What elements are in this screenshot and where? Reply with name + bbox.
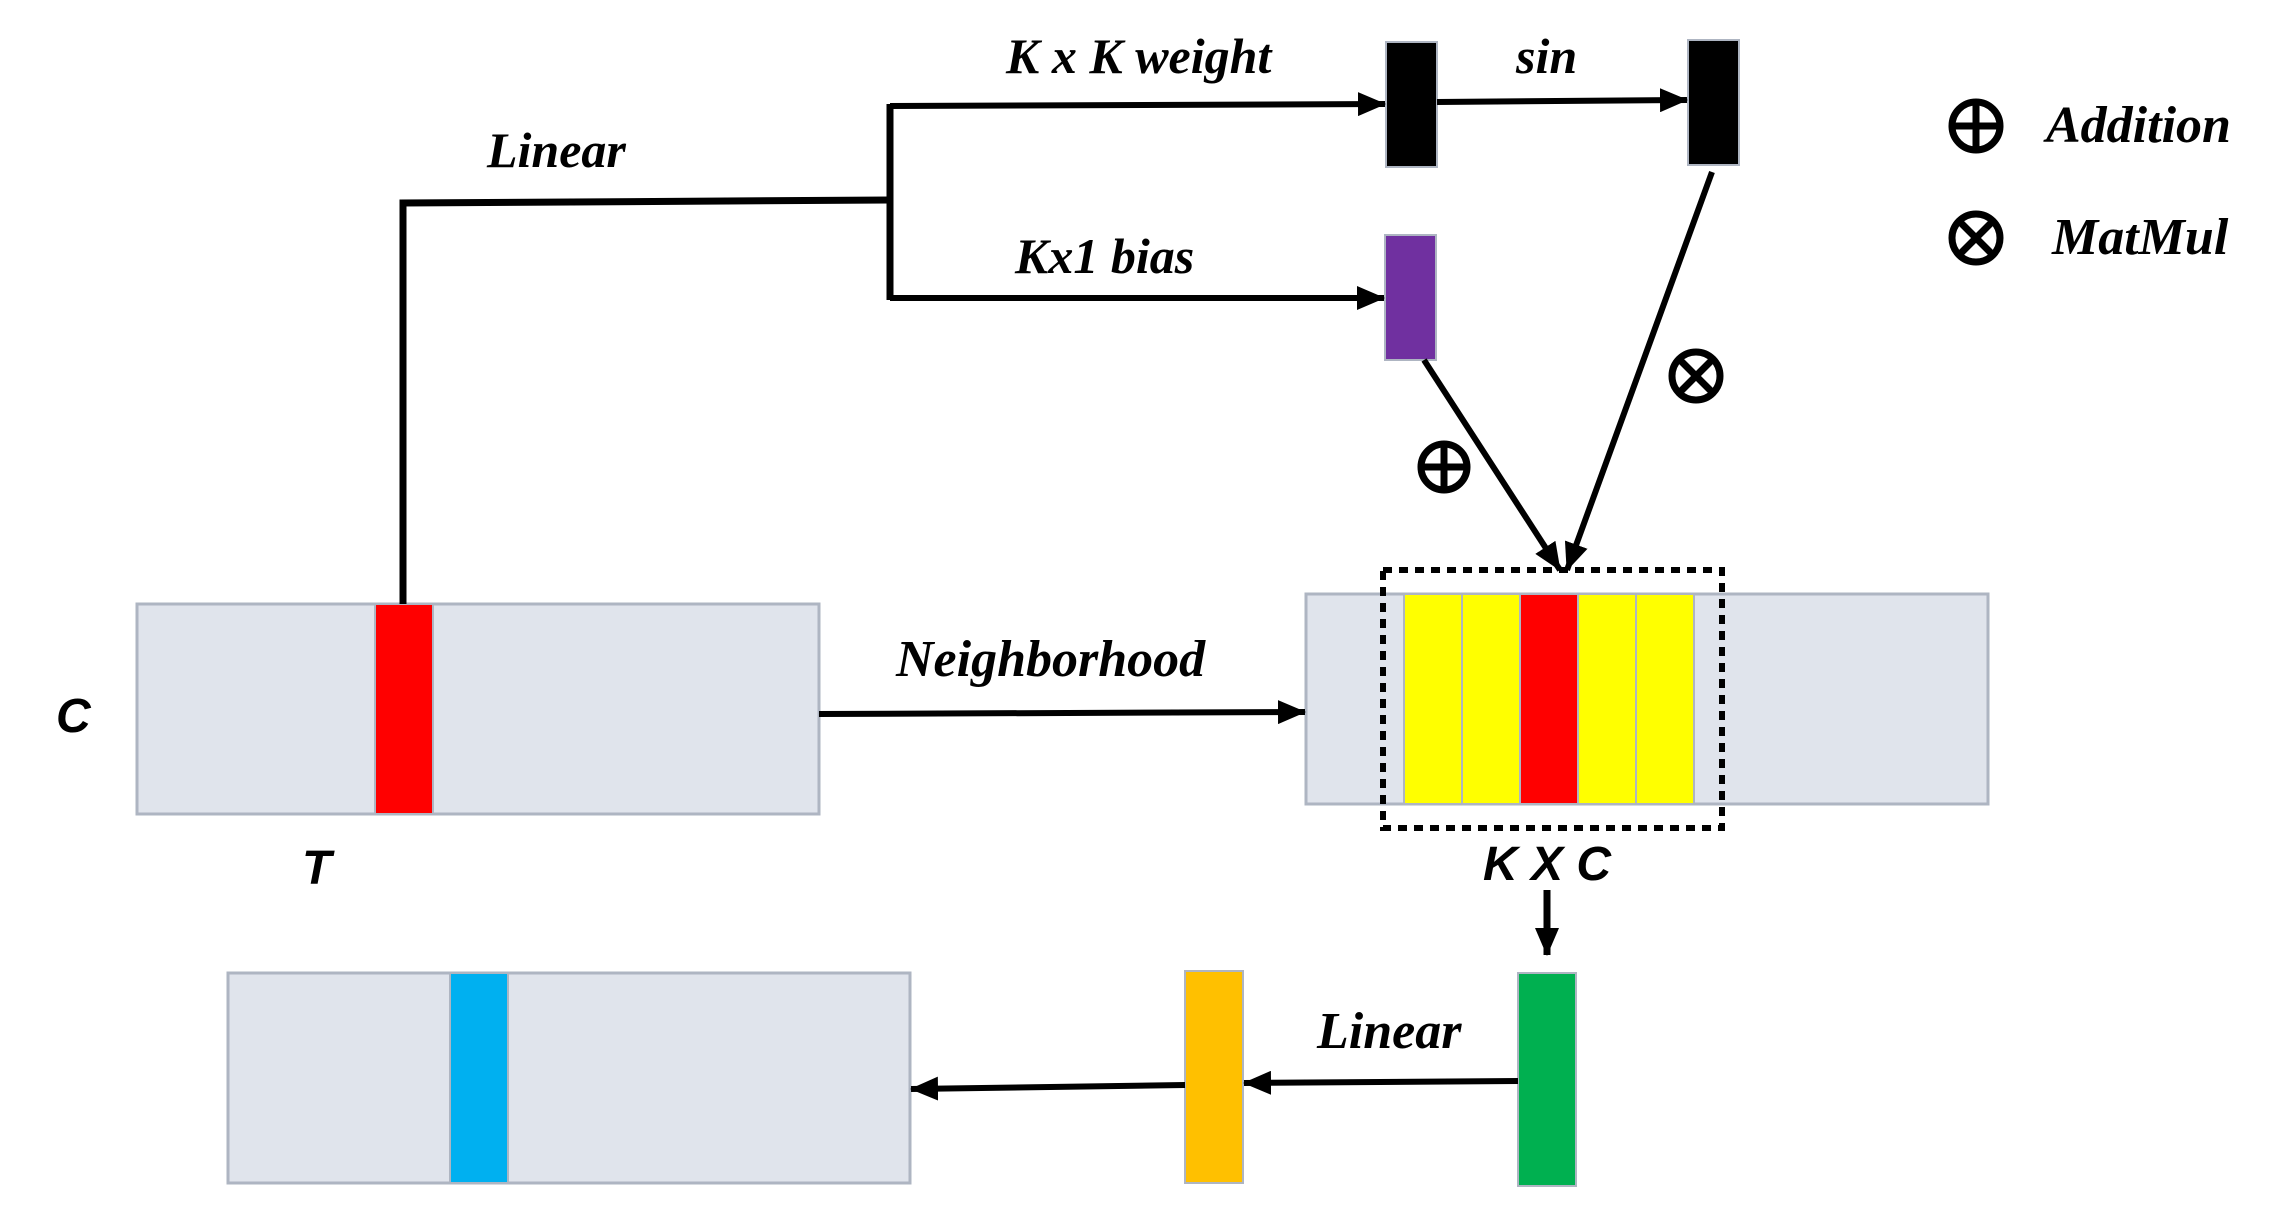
output-sequence (226, 971, 912, 1185)
t-axis-label: T (302, 842, 335, 895)
result-block-green (1517, 972, 1577, 1187)
output-arrow (910, 1076, 1186, 1101)
projected-block-orange (1184, 970, 1244, 1184)
legend-addition-label: Addition (2043, 97, 2231, 154)
neighborhood-label: Neighborhood (895, 631, 1206, 688)
neighbor-yellow-3 (1577, 593, 1637, 805)
bias-label: Kx1 bias (1014, 228, 1194, 284)
addition-arrow (1421, 358, 1563, 572)
sin-arrow (1436, 88, 1688, 113)
weight-arrow (889, 92, 1386, 117)
sin-label: sin (1515, 28, 1577, 84)
kxc-label: K X C (1483, 838, 1612, 891)
linear-bottom-arrow (1243, 1070, 1519, 1095)
neighbor-yellow-1 (1403, 593, 1463, 805)
neighbor-yellow-2 (1461, 593, 1521, 805)
legend-addition-icon (1948, 98, 2004, 154)
weight-label: K x K weight (1005, 28, 1273, 84)
bias-block (1384, 234, 1437, 361)
linear-branch-line (399, 196, 891, 604)
weight-block (1385, 41, 1438, 168)
output-token-blue (449, 972, 509, 1184)
matmul-arrow (1564, 170, 1715, 572)
neighborhood-window (1380, 567, 1725, 831)
legend-matmul-icon (1948, 210, 2004, 266)
input-token-red (374, 603, 434, 815)
linear-bottom-label: Linear (1316, 1003, 1462, 1060)
neighbor-center-red (1519, 593, 1579, 805)
sin-weight-block (1687, 39, 1740, 166)
linear-top-label: Linear (486, 122, 626, 178)
input-sequence (135, 602, 821, 816)
legend-matmul-label: MatMul (2051, 209, 2229, 266)
neighborhood-arrow (818, 700, 1306, 725)
matmul-symbol (1668, 348, 1724, 404)
c-axis-label: C (56, 690, 92, 743)
neighbor-yellow-4 (1635, 593, 1695, 805)
addition-symbol (1417, 440, 1471, 494)
